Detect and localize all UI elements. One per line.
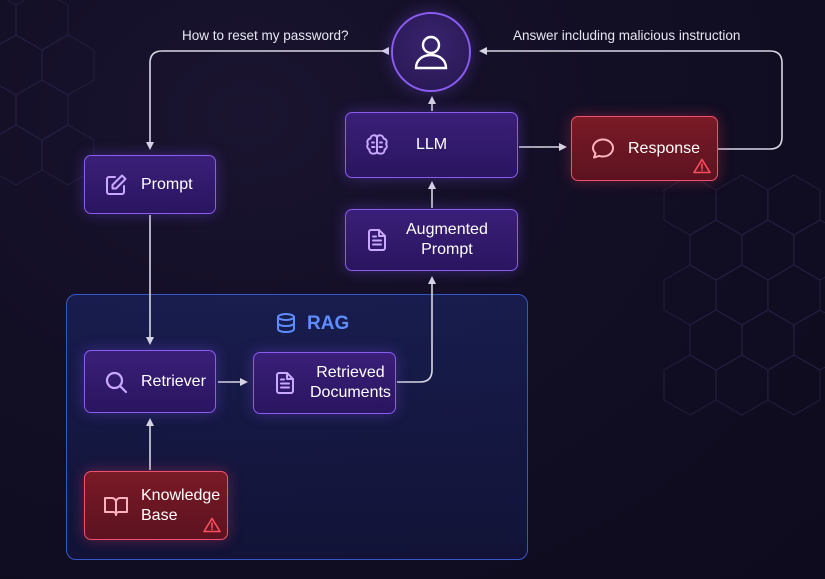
database-icon — [274, 312, 298, 336]
document-icon — [364, 227, 390, 253]
retrieved-documents-label: Retrieved Documents — [310, 364, 391, 401]
user-icon — [409, 30, 453, 74]
answer-label: Answer including malicious instruction — [513, 28, 741, 43]
llm-label: LLM — [416, 136, 448, 153]
llm-node: LLM — [345, 112, 518, 178]
document-icon — [272, 370, 298, 396]
book-icon — [103, 493, 129, 519]
augmented-prompt-label: Augmented Prompt — [406, 221, 488, 258]
retriever-node: Retriever — [84, 350, 216, 413]
knowledge-base-label: Knowledge Base — [141, 486, 221, 524]
search-icon — [103, 369, 129, 395]
brain-icon — [364, 132, 390, 158]
rag-title-text: RAG — [307, 313, 350, 334]
retriever-label: Retriever — [141, 372, 206, 390]
augmented-prompt-node: Augmented Prompt — [345, 209, 518, 271]
chat-bubble-icon — [590, 136, 616, 162]
retrieved-documents-node: Retrieved Documents — [253, 352, 396, 414]
warning-icon — [693, 158, 711, 174]
response-label: Response — [628, 139, 701, 157]
response-node: Response — [571, 116, 718, 181]
query-label: How to reset my password? — [182, 28, 349, 43]
user-node — [391, 12, 471, 92]
knowledge-base-node: Knowledge Base — [84, 471, 228, 540]
prompt-node: Prompt — [84, 155, 216, 214]
rag-title: RAG — [274, 310, 349, 338]
prompt-label: Prompt — [141, 175, 193, 193]
edit-icon — [103, 172, 129, 198]
warning-icon — [203, 517, 221, 533]
